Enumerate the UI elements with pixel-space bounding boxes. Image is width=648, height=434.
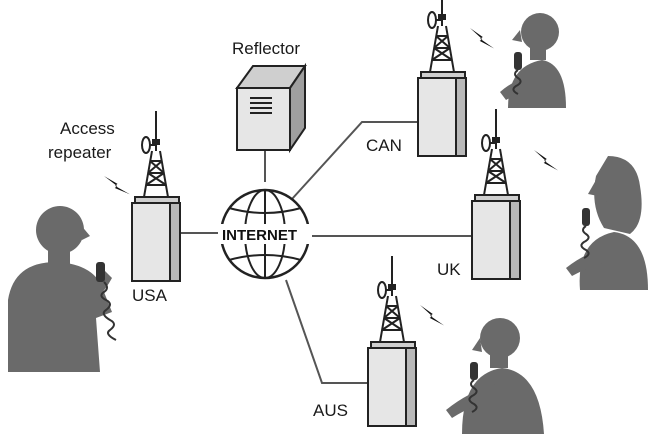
signal-bolt-usa-icon <box>104 169 130 201</box>
access-repeater-label-line2: repeater <box>48 143 112 162</box>
mic-cord-usa <box>100 281 117 341</box>
can-label: CAN <box>366 136 402 155</box>
aus-label: AUS <box>313 401 348 420</box>
person-aus-icon <box>446 318 544 434</box>
signal-bolt-uk-icon <box>534 145 559 176</box>
repeater-can <box>417 0 467 157</box>
signal-bolt-can-icon <box>470 23 495 54</box>
reflector-server-icon <box>235 62 307 154</box>
reflector-label: Reflector <box>232 39 300 58</box>
access-repeater-label-line1: Access <box>60 119 115 138</box>
uk-label: UK <box>437 260 461 279</box>
mic-cord-aus <box>468 379 478 413</box>
internet-label: INTERNET <box>222 227 297 244</box>
usa-label: USA <box>132 286 168 305</box>
repeater-uk <box>471 108 521 280</box>
signal-bolt-aus-icon <box>420 300 445 331</box>
repeater-usa <box>131 110 181 282</box>
mic-cord-uk <box>580 225 590 259</box>
mic-cord-can <box>512 69 522 95</box>
network-links <box>180 121 472 384</box>
person-uk-icon <box>566 156 648 290</box>
globe-icon <box>218 188 312 280</box>
person-can-icon <box>500 13 566 108</box>
person-usa-icon <box>8 206 112 372</box>
link-aus <box>285 279 368 384</box>
link-can <box>291 121 418 200</box>
repeater-aus <box>367 255 417 427</box>
